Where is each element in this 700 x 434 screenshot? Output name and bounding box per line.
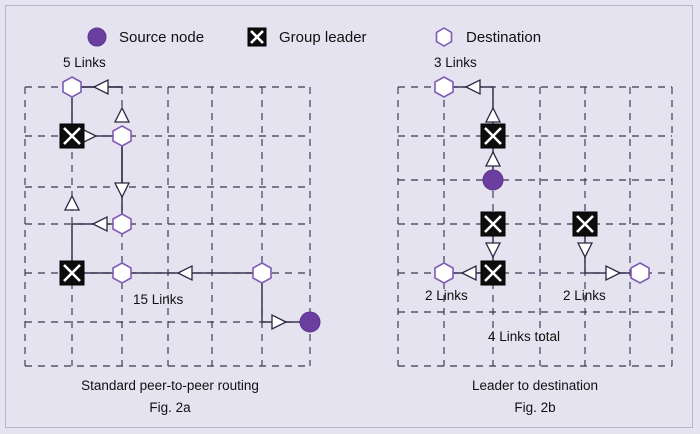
figure-number-2a: Fig. 2a <box>149 400 191 415</box>
x-box-icon <box>247 27 267 47</box>
destination-node[interactable] <box>62 76 82 98</box>
grid-2b <box>397 86 673 367</box>
route-path-2a <box>71 86 310 323</box>
label-links-2-left: 2 Links <box>425 288 468 303</box>
caption-fig-2a: Standard peer-to-peer routing <box>81 378 259 393</box>
route-arrowheads-2b <box>460 78 622 282</box>
nodes-2b <box>434 76 650 286</box>
relay-node[interactable] <box>252 262 272 284</box>
label-links-15: 15 Links <box>133 292 184 307</box>
source-node[interactable] <box>482 169 504 191</box>
destination-node[interactable] <box>434 76 454 98</box>
nodes-2a <box>59 76 321 333</box>
figure-number-2b: Fig. 2b <box>514 400 556 415</box>
label-links-total: 4 Links total <box>488 329 561 344</box>
relay-node[interactable] <box>112 262 132 284</box>
legend-label: Group leader <box>279 28 367 46</box>
legend-label: Destination <box>466 28 542 46</box>
relay-node[interactable] <box>112 213 132 235</box>
caption-fig-2b: Leader to destination <box>471 378 599 393</box>
destination-node[interactable] <box>630 262 650 284</box>
destination-node[interactable] <box>434 262 454 284</box>
legend: Source node Group leader Destination <box>0 20 700 54</box>
legend-item-destination: Destination <box>432 20 541 54</box>
figure-border <box>5 5 693 428</box>
relay-node[interactable] <box>112 125 132 147</box>
legend-item-group-leader: Group leader <box>245 20 367 54</box>
label-links-5: 5 Links <box>63 55 106 70</box>
hexagon-outline-icon <box>435 27 453 47</box>
source-node[interactable] <box>299 311 321 333</box>
label-links-2-right: 2 Links <box>563 288 606 303</box>
legend-item-source-node: Source node <box>85 20 204 54</box>
label-links-3: 3 Links <box>434 55 477 70</box>
legend-label: Source node <box>119 28 205 46</box>
filled-circle-icon <box>87 27 107 47</box>
